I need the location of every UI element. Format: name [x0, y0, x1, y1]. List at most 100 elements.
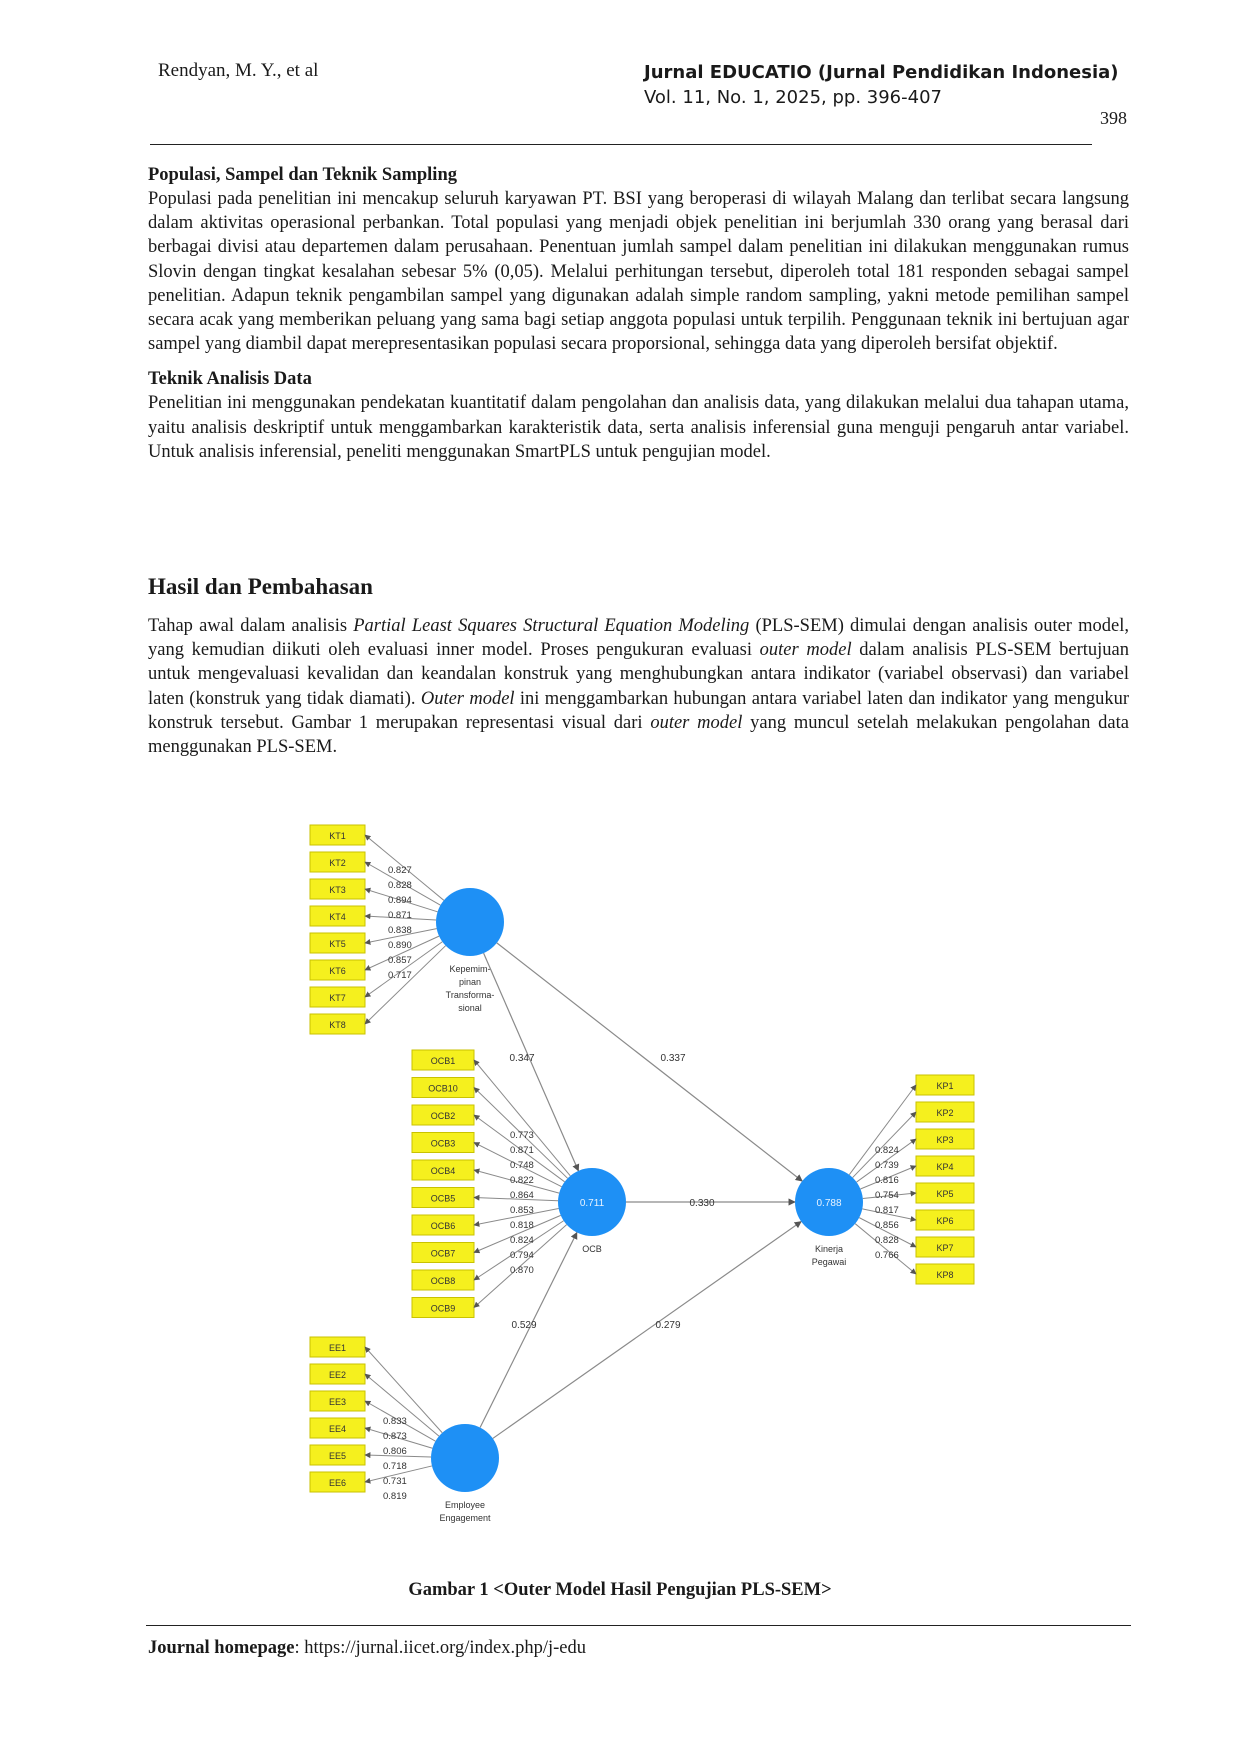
kp-loading-value: 0.754 — [875, 1190, 899, 1201]
ocb-loading-line — [473, 1194, 559, 1202]
ocb-loading-value: 0.822 — [510, 1175, 534, 1186]
ocb-construct-label: OCB — [582, 1244, 602, 1254]
section-text-population: Populasi pada penelitian ini mencakup se… — [148, 189, 1129, 355]
kp-indicator-label: KP4 — [936, 1162, 953, 1172]
kp-construct — [795, 1168, 863, 1236]
kt-indicator-label: KT3 — [329, 885, 346, 895]
ocb-loading-value: 0.824 — [510, 1235, 534, 1246]
path-ee-kp-line — [492, 1221, 802, 1439]
ocb-indicator-label: OCB10 — [428, 1084, 458, 1094]
kp-construct-label: Kinerja — [815, 1244, 843, 1254]
kt-loading-line — [364, 941, 443, 998]
section-heading-population: Populasi, Sampel dan Teknik Sampling — [148, 165, 457, 185]
ee-indicator-label: EE4 — [329, 1424, 346, 1434]
ocb-loading-value: 0.748 — [510, 1160, 534, 1171]
ee-loading-line — [364, 1373, 440, 1437]
ee-construct-label: Employee — [445, 1500, 485, 1510]
ocb-indicator-label: OCB9 — [431, 1304, 456, 1314]
ee-loading-line — [364, 1465, 433, 1484]
kp-loading-line — [854, 1223, 917, 1275]
ee-loading-value: 0.806 — [383, 1446, 407, 1457]
ocb-indicator-label: OCB2 — [431, 1111, 456, 1121]
kt-indicator-label: KT8 — [329, 1020, 346, 1030]
kp-indicator-label: KP6 — [936, 1216, 953, 1226]
ocb-loading-line — [473, 1220, 564, 1281]
ocb-loading-value: 0.773 — [510, 1130, 534, 1141]
results-heading: Hasil dan Pembahasan — [148, 574, 373, 599]
kp-loading-line — [848, 1084, 917, 1176]
path-kt-ocb-line — [483, 952, 580, 1172]
ocb-indicator-label: OCB8 — [431, 1276, 456, 1286]
kt-construct — [436, 888, 504, 956]
ocb-indicator-label: OCB7 — [431, 1249, 456, 1259]
path-kt-kp-line — [496, 942, 803, 1182]
kp-loading-value: 0.856 — [875, 1220, 899, 1231]
kt-indicator-label: KT6 — [329, 966, 346, 976]
footer: Journal homepage: https://jurnal.iicet.o… — [148, 1638, 586, 1658]
kt-loading-value: 0.894 — [388, 895, 412, 906]
header-journal: Jurnal EDUCATIO (Jurnal Pendidikan Indon… — [644, 60, 1119, 110]
path-ee-ocb-line — [479, 1231, 578, 1428]
ocb-construct — [558, 1168, 626, 1236]
kp-loading-value: 0.816 — [875, 1175, 899, 1186]
ocb-loading-value: 0.864 — [510, 1190, 534, 1201]
kp-indicator-label: KP3 — [936, 1135, 953, 1145]
ee-loading-value: 0.718 — [383, 1461, 407, 1472]
kp-r2: 0.788 — [816, 1198, 841, 1209]
ocb-loading-value: 0.818 — [510, 1220, 534, 1231]
ee-loading-line — [364, 1400, 436, 1442]
kp-loading-value: 0.817 — [875, 1205, 899, 1216]
kt-loading-line — [364, 861, 441, 906]
method-sections: Populasi, Sampel dan Teknik Sampling Pop… — [148, 163, 1129, 464]
figure-caption: Gambar 1 <Outer Model Hasil Pengujian PL… — [408, 1580, 832, 1600]
kt-construct-label: Kepemim- — [449, 964, 490, 974]
section-heading-analysis: Teknik Analisis Data — [148, 369, 312, 390]
kp-indicator-label: KP1 — [936, 1081, 953, 1091]
kt-loading-value: 0.828 — [388, 880, 412, 891]
ocb-loading-value: 0.853 — [510, 1205, 534, 1216]
path-kt-ocb-coefficient: 0.347 — [509, 1053, 534, 1064]
ocb-loading-line — [473, 1087, 568, 1179]
journal-volume: Vol. 11, No. 1, 2025, pp. 396-407 — [644, 87, 942, 108]
ocb-r2: 0.711 — [580, 1198, 605, 1209]
ocb-loading-value: 0.871 — [510, 1145, 534, 1156]
ee-loading-value: 0.731 — [383, 1476, 407, 1487]
kt-loading-value: 0.871 — [388, 910, 412, 921]
kp-indicator-label: KP7 — [936, 1243, 953, 1253]
ocb-indicator-label: OCB5 — [431, 1194, 456, 1204]
ocb-loading-line — [473, 1142, 562, 1188]
ee-indicator-label: EE3 — [329, 1397, 346, 1407]
kt-indicator-label: KT5 — [329, 939, 346, 949]
kt-loading-line — [364, 834, 445, 901]
kp-loading-line — [858, 1217, 917, 1248]
ee-loading-value: 0.819 — [383, 1491, 407, 1502]
kt-loading-value: 0.857 — [388, 955, 412, 966]
kt-loading-line — [364, 935, 440, 971]
ee-loading-value: 0.833 — [383, 1416, 407, 1427]
kt-indicator-label: KT7 — [329, 993, 346, 1003]
results-paragraph: Tahap awal dalam analisis Partial Least … — [148, 616, 1130, 758]
path-kt-kp-coefficient: 0.337 — [660, 1053, 685, 1064]
ee-loading-value: 0.873 — [383, 1431, 407, 1442]
kp-loading-value: 0.739 — [875, 1160, 899, 1171]
ocb-indicator-label: OCB4 — [431, 1166, 456, 1176]
path-ee-ocb-coefficient: 0.529 — [511, 1320, 536, 1331]
ee-construct — [431, 1424, 499, 1492]
journal-title: Jurnal EDUCATIO (Jurnal Pendidikan Indon… — [644, 62, 1119, 83]
ocb-indicator-label: OCB6 — [431, 1221, 456, 1231]
kp-loading-line — [852, 1111, 917, 1178]
footer-divider — [146, 1625, 1131, 1626]
header-divider — [150, 144, 1092, 145]
kt-indicator-label: KT2 — [329, 858, 346, 868]
ee-loading-line — [364, 1346, 443, 1434]
ocb-indicator-label: OCB3 — [431, 1139, 456, 1149]
ocb-loading-value: 0.870 — [510, 1265, 534, 1276]
kp-loading-line — [862, 1190, 917, 1199]
kt-loading-value: 0.717 — [388, 970, 412, 981]
ee-indicator-label: EE2 — [329, 1370, 346, 1380]
kt-indicator-label: KT1 — [329, 831, 346, 841]
ee-loading-line — [364, 1426, 433, 1449]
ee-loading-line — [364, 1452, 432, 1459]
ee-indicator-label: EE1 — [329, 1343, 346, 1353]
